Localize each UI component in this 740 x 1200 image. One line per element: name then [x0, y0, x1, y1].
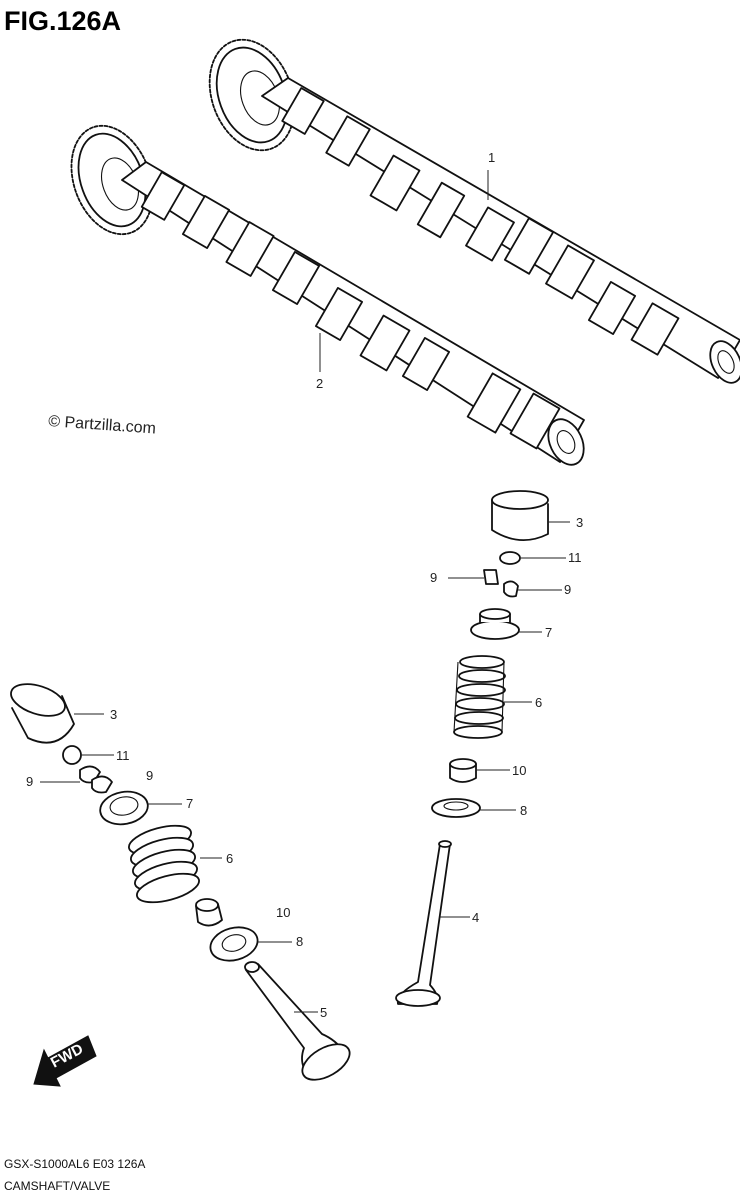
spring-seat-left[interactable]	[207, 922, 262, 965]
callout-9-left-b: 9	[146, 768, 153, 783]
retainer-right[interactable]	[470, 608, 520, 640]
tappet-right[interactable]	[491, 490, 549, 541]
spring-seat-right[interactable]	[431, 798, 481, 818]
shim-left[interactable]	[62, 745, 82, 765]
callout-6-left: 6	[226, 851, 233, 866]
callout-9-right-b: 9	[564, 582, 571, 597]
spring-right[interactable]	[453, 655, 506, 739]
cotter-right-a[interactable]	[483, 569, 499, 585]
callout-4: 4	[472, 910, 479, 925]
valve-intake[interactable]	[395, 840, 452, 1007]
callout-7-right: 7	[545, 625, 552, 640]
callout-3-right: 3	[576, 515, 583, 530]
callout-9-right-a: 9	[430, 570, 437, 585]
retainer-left[interactable]	[98, 788, 151, 828]
callout-9-left-a: 9	[26, 774, 33, 789]
callout-5: 5	[320, 1005, 327, 1020]
seal-left[interactable]	[195, 898, 223, 927]
watermark: © Partzilla.com	[48, 413, 157, 437]
footer-code: GSX-S1000AL6 E03 126A	[4, 1157, 145, 1171]
callout-7-left: 7	[186, 796, 193, 811]
fwd-arrow-icon: FWD	[33, 1035, 97, 1087]
cotter-left-b[interactable]	[91, 775, 113, 794]
tappet-left[interactable]	[7, 678, 75, 744]
figure-title: FIG.126A	[4, 6, 121, 36]
callout-11-left: 11	[116, 748, 130, 763]
callout-11-right: 11	[568, 550, 582, 565]
callout-2: 2	[316, 376, 323, 391]
seal-right[interactable]	[449, 758, 477, 783]
footer-title: CAMSHAFT/VALVE	[4, 1179, 110, 1193]
callout-6-right: 6	[535, 695, 542, 710]
callout-3-left: 3	[110, 707, 117, 722]
valve-exhaust[interactable]	[244, 961, 356, 1087]
callout-8-left: 8	[296, 934, 303, 949]
camshaft-2[interactable]	[57, 114, 591, 470]
callout-8-right: 8	[520, 803, 527, 818]
callout-10-right: 10	[512, 763, 526, 778]
shim-right[interactable]	[499, 551, 521, 565]
cotter-right-b[interactable]	[503, 580, 519, 598]
spring-left[interactable]	[126, 820, 202, 908]
callout-10-left: 10	[276, 905, 290, 920]
callout-1: 1	[488, 150, 495, 165]
camshaft-1[interactable]	[195, 28, 740, 388]
